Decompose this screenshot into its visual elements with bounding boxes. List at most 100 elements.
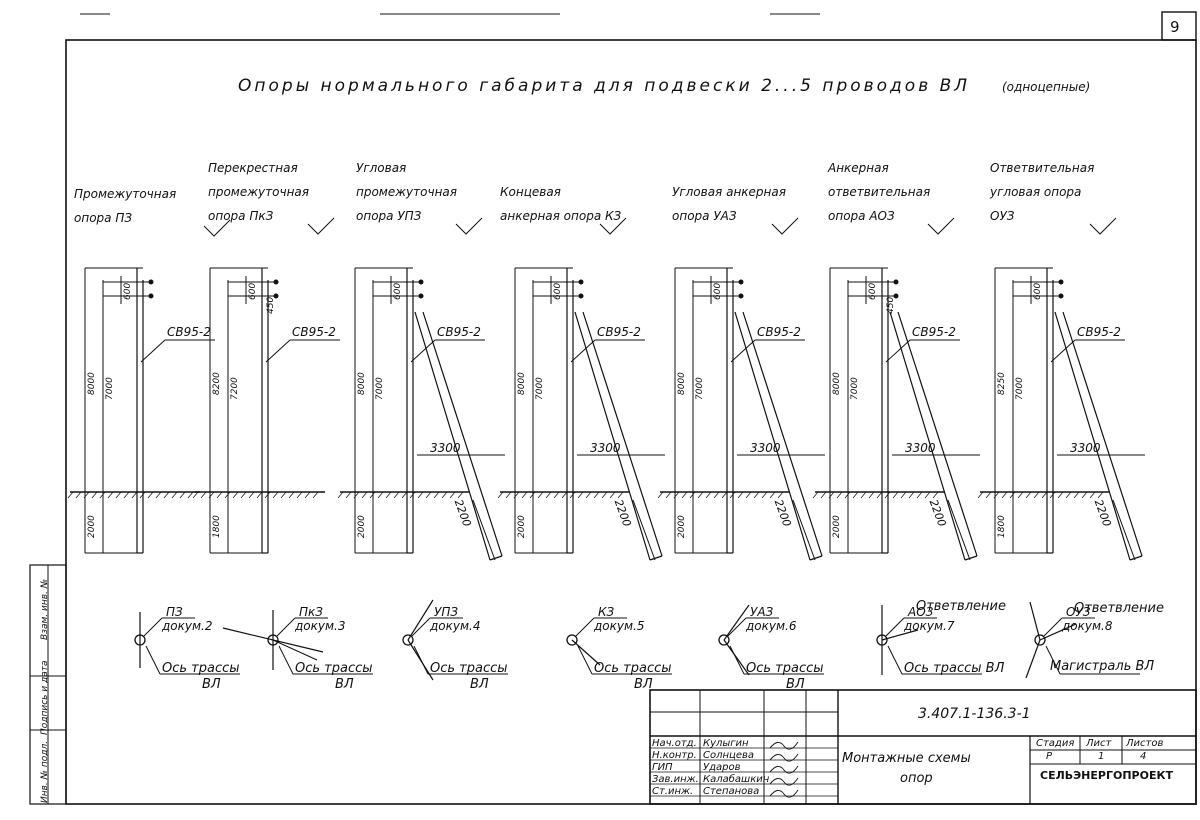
code-leader: [575, 617, 595, 637]
dim-below: 2000: [832, 515, 842, 538]
ground-hatch: [208, 491, 215, 499]
scheme-branch: Ответвление: [1074, 601, 1164, 616]
support-title-line: Промежуточная: [74, 187, 177, 201]
ground-hatch: [1057, 491, 1064, 499]
scheme-axis: Ось трассы: [594, 661, 672, 676]
ground-hatch: [777, 491, 784, 499]
ground-hatch: [369, 491, 376, 499]
ground-hatch: [609, 491, 616, 499]
scheme-branch: Ответвление: [916, 599, 1006, 614]
ground-hatch: [1073, 491, 1080, 499]
dim-below: 2000: [517, 515, 527, 538]
side-stamp-replace: Взам. инв. №: [40, 578, 50, 640]
ground-hatch: [425, 491, 432, 499]
scheme-doc: докум.5: [594, 619, 645, 633]
scheme-2: [222, 610, 373, 675]
support-title-line: анкерная опора КЗ: [500, 209, 622, 223]
page-title-note: (одноцепные): [1002, 80, 1091, 94]
ground-hatch: [75, 491, 82, 499]
scheme-3: [402, 599, 508, 681]
ground-hatch: [192, 491, 199, 499]
support-title-line: Угловая: [356, 161, 407, 175]
support-7: [977, 217, 1145, 561]
ground-hatch: [304, 491, 311, 499]
ground-hatch: [681, 491, 688, 499]
wire-label: СВ95-2: [292, 325, 336, 339]
dim-top: 600: [393, 282, 403, 300]
ground-hatch: [537, 491, 544, 499]
support-2: [192, 217, 340, 554]
check-mark: [455, 217, 483, 235]
scheme-doc: докум.8: [1062, 619, 1113, 633]
support-title-line: промежуточная: [208, 185, 309, 199]
strut-edge: [734, 311, 811, 561]
tb-name: Солнцева: [703, 750, 755, 761]
ground-hatch: [345, 491, 352, 499]
span-dim: 3300: [430, 441, 461, 455]
dim-total: 8000: [87, 372, 97, 395]
tb-role: Нач.отд.: [652, 738, 697, 749]
signature: [769, 789, 799, 798]
code-leader: [143, 617, 163, 637]
scheme-doc: докум.4: [430, 619, 481, 633]
ground-hatch: [272, 491, 279, 499]
ground-hatch: [713, 491, 720, 499]
tb-role: Зав.инж.: [652, 774, 699, 785]
drawing-name-2: опор: [900, 771, 933, 786]
wire-leader: [265, 339, 291, 363]
scheme-code: УАЗ: [750, 605, 774, 619]
ground-hatch: [697, 491, 704, 499]
ground-hatch: [131, 491, 138, 499]
ground-hatch: [908, 491, 915, 499]
span-dim: 3300: [750, 441, 781, 455]
dim-above: 7000: [1015, 377, 1025, 400]
ground-hatch: [561, 491, 568, 499]
ground-hatch: [836, 491, 843, 499]
dim-above: 7000: [375, 377, 385, 400]
ground-hatch: [705, 491, 712, 499]
branch-line: [881, 629, 919, 641]
dim-above: 7000: [105, 377, 115, 400]
support-title-line: опора АОЗ: [828, 209, 895, 223]
signature: [769, 741, 799, 750]
ground-hatch: [248, 491, 255, 499]
code-leader: [885, 617, 905, 637]
wire-label: СВ95-2: [757, 325, 801, 339]
support-title-line: промежуточная: [356, 185, 457, 199]
tb-name: Степанова: [703, 786, 760, 797]
ground-hatch: [155, 491, 162, 499]
tb-role: Н.контр.: [652, 750, 697, 761]
ground-hatch: [99, 491, 106, 499]
strut-dim-line: [947, 499, 971, 561]
insulator: [418, 293, 424, 299]
wire-label: СВ95-2: [597, 325, 641, 339]
wire-leader: [1050, 339, 1076, 363]
wire-label: СВ95-2: [437, 325, 481, 339]
strut-dim-line: [472, 499, 496, 561]
check-mark: [307, 217, 335, 235]
ground-hatch: [449, 491, 456, 499]
tb-name: Калабашкин: [703, 774, 770, 785]
support-drawings: [67, 217, 1145, 561]
ground-hatch: [884, 491, 891, 499]
ground-hatch: [985, 491, 992, 499]
ground-hatch: [553, 491, 560, 499]
scheme-axis: Ось трассы: [295, 661, 373, 676]
axis-leader: [729, 645, 745, 675]
side-stamp-inv: Инв. № подл.: [40, 740, 50, 803]
ground-hatch: [737, 491, 744, 499]
scheme-doc: докум.3: [295, 619, 346, 633]
wire-leader: [140, 339, 166, 363]
axis-line: [723, 639, 750, 676]
wire-leader: [410, 339, 436, 363]
doc-code: 3.407.1-136.3-1: [918, 706, 1031, 722]
strut-edge: [1062, 311, 1143, 557]
ground-hatch: [224, 491, 231, 499]
ground-hatch: [593, 491, 600, 499]
insulator: [1058, 279, 1064, 285]
signature: [769, 753, 799, 762]
ground-hatch: [288, 491, 295, 499]
axis-leader: [1045, 645, 1061, 675]
dim-top: 600: [123, 282, 133, 300]
wire-leader: [570, 339, 596, 363]
